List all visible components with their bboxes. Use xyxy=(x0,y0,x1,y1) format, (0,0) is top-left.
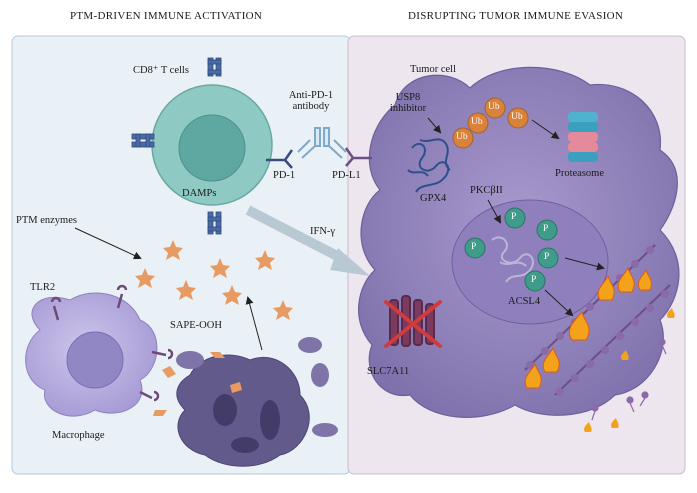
label-ptm-enzymes: PTM enzymes xyxy=(16,215,77,226)
p-label: P xyxy=(531,275,537,285)
label-acsl4: ACSL4 xyxy=(508,296,541,307)
sape-molecules xyxy=(153,352,242,416)
acsl4-membrane-arrow xyxy=(564,257,605,271)
label-pd1: PD-1 xyxy=(273,170,296,181)
p-label: P xyxy=(543,224,549,234)
pdl1-receptor xyxy=(344,147,372,167)
tumor-nucleus xyxy=(451,199,609,325)
left-panel-title: PTM-DRIVEN IMMUNE ACTIVATION xyxy=(70,10,263,22)
label-ifn-gamma: IFN-γ xyxy=(310,226,336,237)
slc7a11-block-cross xyxy=(384,300,442,348)
pkc-arrow xyxy=(487,199,501,224)
label-tumor-cell: Tumor cell xyxy=(410,64,456,75)
pd1-receptor xyxy=(266,149,294,169)
ub-proteasome-arrow xyxy=(531,119,560,140)
label-usp8-inhibitor: USP8 inhibitor xyxy=(389,92,427,114)
sape-arrow xyxy=(245,296,263,351)
ub-label: Ub xyxy=(471,117,483,127)
label-pkc-beta-ii: PKCβII xyxy=(470,185,503,196)
damp-stars xyxy=(135,240,293,320)
lipid-peroxidation-flames xyxy=(524,266,652,389)
label-damps: DAMPs xyxy=(182,188,217,199)
acsl4-fire-arrow xyxy=(544,289,574,317)
phosphate-groups xyxy=(464,207,559,292)
p-label: P xyxy=(511,212,517,222)
label-gpx4: GPX4 xyxy=(420,193,447,204)
label-pdl1: PD-L1 xyxy=(332,170,361,181)
label-cd8-t-cells: CD8⁺ T cells xyxy=(133,65,189,76)
ub-label: Ub xyxy=(511,112,523,122)
lipid-fragments xyxy=(591,338,667,421)
ptm-arrow xyxy=(74,227,142,260)
usp8-arrow xyxy=(427,117,442,134)
dying-cell xyxy=(176,354,310,467)
p-label: P xyxy=(471,242,477,252)
ifn-arrow xyxy=(245,205,348,265)
proteasome xyxy=(568,112,598,162)
t-cell-nucleus xyxy=(178,114,246,182)
label-macrophage: Macrophage xyxy=(52,430,105,441)
tcr-receptors xyxy=(131,57,222,235)
label-tlr2: TLR2 xyxy=(30,282,56,293)
debris-blobs xyxy=(176,337,338,437)
acsl4-protein xyxy=(491,236,534,283)
flame-drops xyxy=(584,308,675,432)
ub-label: Ub xyxy=(488,102,500,112)
dying-cell-fragments xyxy=(213,394,280,453)
label-sape-ooh: SAPE-OOH xyxy=(170,320,222,331)
p-label: P xyxy=(544,252,550,262)
right-panel-title: DISRUPTING TUMOR IMMUNE EVASION xyxy=(408,10,624,22)
label-proteasome: Proteasome xyxy=(555,168,604,179)
gpx4-protein xyxy=(407,138,451,193)
anti-pd1-antibody xyxy=(297,127,347,159)
label-slc7a11: SLC7A11 xyxy=(367,366,410,377)
ub-chain xyxy=(452,97,529,149)
macrophage-nucleus xyxy=(66,331,124,389)
ub-label: Ub xyxy=(456,132,468,142)
tlr2-receptors xyxy=(50,284,174,402)
label-anti-pd1-antibody: Anti-PD-1 antibody xyxy=(288,90,334,112)
